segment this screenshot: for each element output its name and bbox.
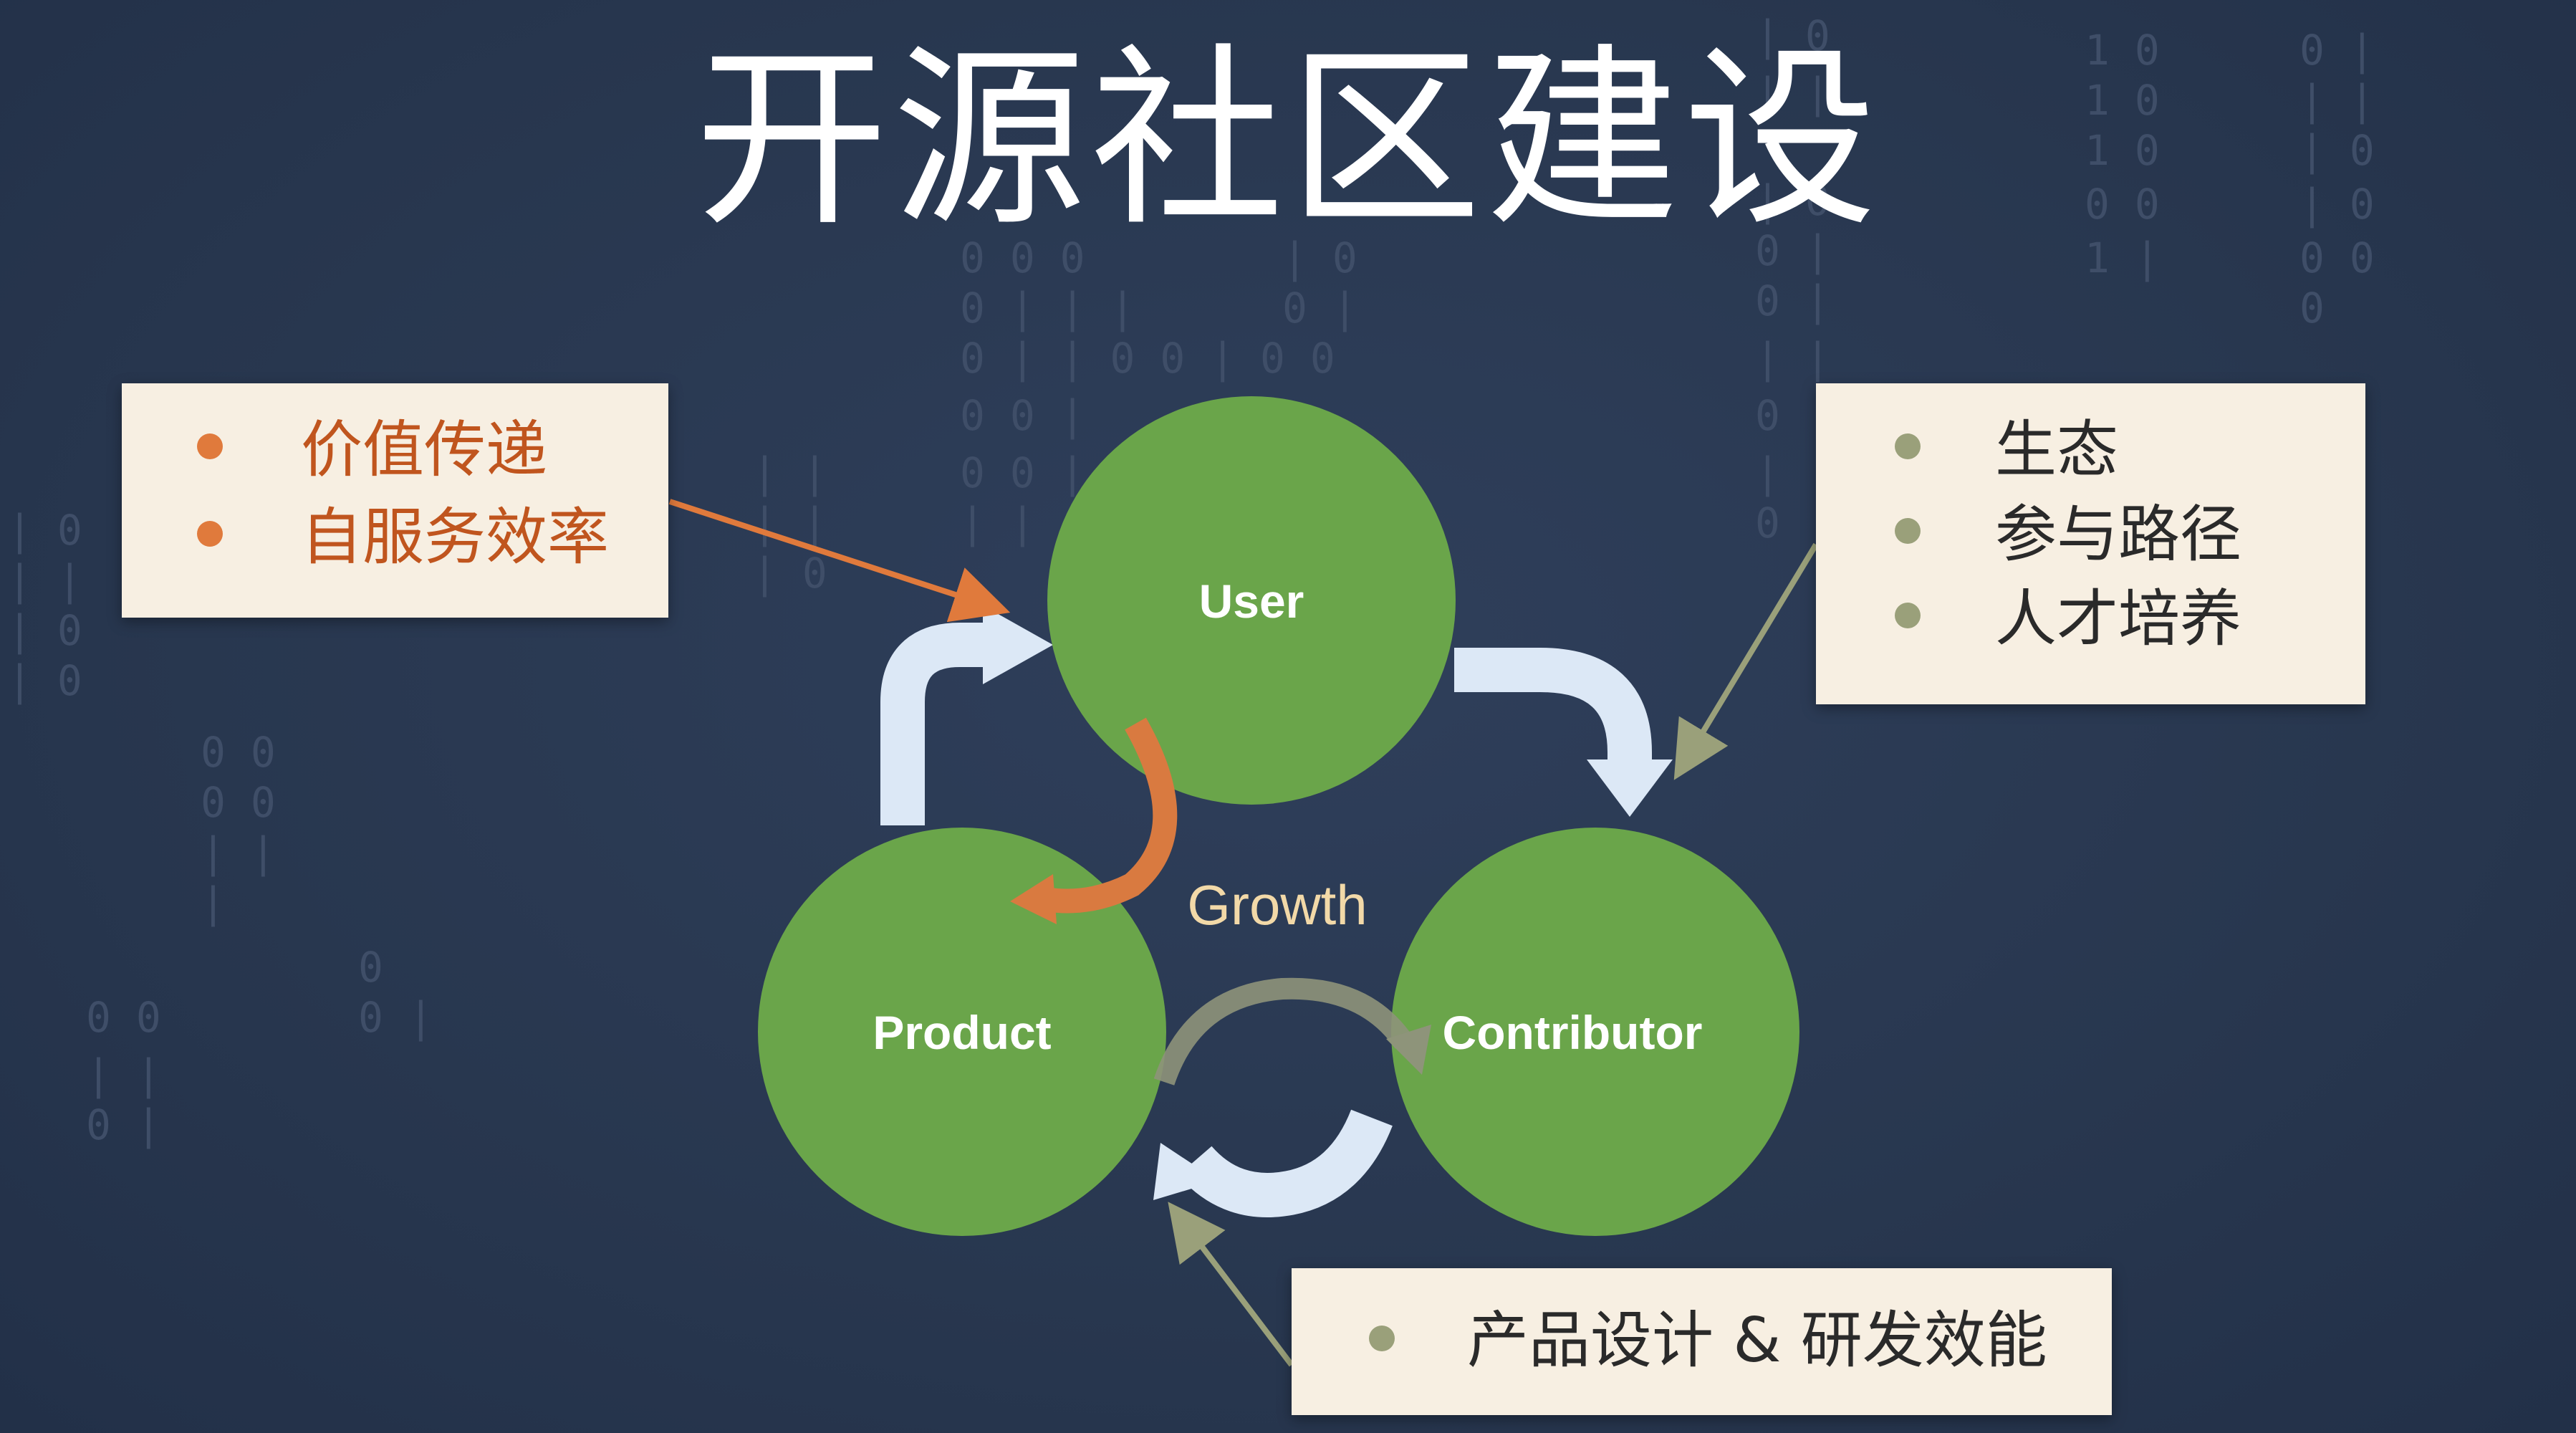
list-item: 人才培养: [1816, 552, 2365, 650]
bullet-icon: [197, 521, 223, 547]
value-delivery-note: 价值传递 自服务效率: [122, 383, 668, 618]
svg-text:1 0: 1 0: [2085, 126, 2160, 175]
list-item: 价值传递: [122, 383, 668, 481]
svg-text:0 |: 0 |: [1755, 277, 1830, 325]
list-item-label: 产品设计 & 研发效能: [1467, 1305, 2047, 1376]
svg-text:0 0 0: 0 0 0: [960, 234, 1085, 282]
product-node: [758, 828, 1166, 1236]
orange-curve-arrow-user-to-product: [1010, 717, 1178, 924]
cycle-arrow-user-to-contributor: [1454, 648, 1673, 817]
user-node-label: User: [1199, 575, 1304, 628]
list-item-label: 生态: [1995, 414, 2118, 486]
olive-curve-arrow-product-to-contributor: [1153, 977, 1431, 1085]
svg-text:| 0: | 0: [1282, 234, 1357, 282]
svg-text:| |: | |: [1755, 69, 1830, 118]
list-item-label: 参与路径: [1995, 499, 2241, 570]
connector-left-box-to-user: [668, 499, 1011, 623]
bullet-icon: [1369, 1326, 1395, 1351]
svg-text:1 0: 1 0: [2085, 76, 2160, 125]
cycle-arrow-contributor-to-product: [1153, 1109, 1393, 1217]
product-node-label: Product: [873, 1006, 1051, 1059]
svg-text:1 |: 1 |: [2085, 234, 2160, 282]
contributor-node: [1391, 828, 1799, 1236]
svg-text:|: |: [201, 878, 226, 927]
svg-text:0: 0: [358, 943, 383, 992]
growth-label: Growth: [1187, 873, 1367, 936]
cycle-arrow-product-to-user: [880, 605, 1053, 825]
svg-text:| 0: | 0: [752, 549, 827, 598]
bullet-icon: [1895, 433, 1921, 459]
svg-text:0: 0: [2299, 284, 2325, 332]
svg-text:| |: | |: [7, 556, 82, 605]
note-list: 价值传递 自服务效率: [122, 383, 668, 568]
svg-text:0 |: 0 |: [86, 1101, 161, 1149]
list-item-label: 价值传递: [301, 414, 547, 486]
connector-bottom-box-to-product: [1168, 1202, 1294, 1367]
list-item-label: 人才培养: [1995, 583, 2241, 655]
svg-text:0 0 |: 0 0 |: [960, 391, 1085, 440]
bullet-icon: [1895, 518, 1921, 544]
bullet-icon: [197, 433, 223, 459]
list-item: 生态: [1816, 383, 2365, 481]
svg-text:| |: | |: [2299, 76, 2375, 125]
list-item-label: 自服务效率: [301, 502, 609, 573]
svg-text:| 0: | 0: [7, 656, 82, 705]
list-item: 自服务效率: [122, 471, 668, 568]
list-item: 参与路径: [1816, 468, 2365, 565]
connector-right-box-to-contributor: [1673, 542, 1819, 780]
bullet-icon: [1895, 603, 1921, 628]
svg-text:1 0: 1 0: [2085, 26, 2160, 75]
svg-text:0 0: 0 0: [2299, 234, 2375, 282]
svg-text:0 |: 0 |: [1755, 226, 1830, 275]
note-list: 生态 参与路径 人才培养: [1816, 383, 2365, 650]
contributor-node-label: Contributor: [1443, 1006, 1703, 1059]
svg-text:| |: | |: [201, 828, 276, 877]
ecosystem-note: 生态 参与路径 人才培养: [1816, 383, 2365, 704]
svg-text:0 0: 0 0: [86, 993, 161, 1042]
svg-text:0 | | 0 0 | 0 0: 0 | | 0 0 | 0 0: [960, 334, 1335, 383]
svg-text:| 0: | 0: [2299, 126, 2375, 175]
svg-text:| |: | |: [960, 499, 1035, 547]
note-list: 产品设计 & 研发效能: [1292, 1268, 2112, 1371]
svg-text:| |: | |: [86, 1050, 161, 1099]
svg-text:0 0: 0 0: [2085, 180, 2160, 229]
svg-text:| 0: | 0: [7, 606, 82, 655]
user-node: [1047, 396, 1456, 805]
list-item: 产品设计 & 研发效能: [1292, 1268, 2112, 1371]
svg-text:| 0: | 0: [7, 506, 82, 555]
svg-text:0 0: 0 0: [201, 728, 276, 777]
svg-text:0 | | |: 0 | | |: [960, 284, 1135, 332]
svg-text:| |: | |: [1755, 334, 1830, 383]
page-title: 开源社区建设: [695, 27, 1881, 252]
svg-text:0 0 |: 0 0 |: [960, 449, 1085, 497]
svg-text:| |: | |: [752, 449, 827, 497]
svg-text:0 0: 0 0: [201, 778, 276, 827]
svg-text:| 0: | 0: [1755, 176, 1830, 225]
svg-text:| 0: | 0: [1755, 11, 1830, 60]
svg-text:0 |: 0 |: [2299, 26, 2375, 75]
product-design-note: 产品设计 & 研发效能: [1292, 1268, 2112, 1415]
svg-text:0: 0: [1755, 499, 1780, 547]
svg-text:| 0: | 0: [2299, 180, 2375, 229]
svg-text:|: |: [1755, 449, 1780, 497]
svg-text:0 |: 0 |: [358, 993, 433, 1042]
svg-text:0 |: 0 |: [1282, 284, 1357, 332]
